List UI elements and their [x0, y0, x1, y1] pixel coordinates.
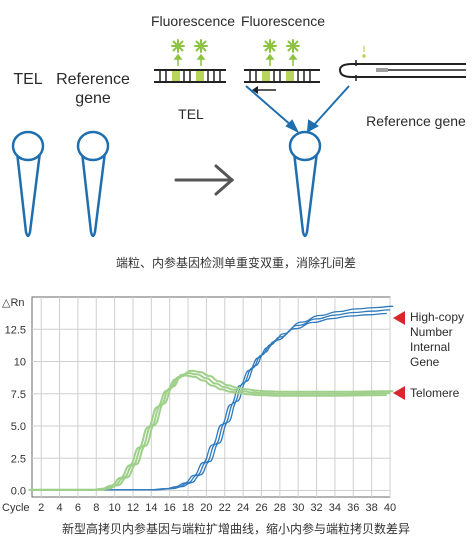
high-copy-label-4: Gene: [410, 355, 440, 369]
y-tick-label: 2.5: [11, 453, 26, 465]
reference-tube-icon: [76, 130, 110, 238]
fluorescence-label-2: Fluorescence: [241, 13, 325, 29]
top-caption: 端粒、内参基因检测单重变双重，消除孔间差: [116, 255, 356, 270]
internal-gene-curve: [35, 305, 394, 491]
tel-tube-icon: [11, 130, 45, 238]
right-arrow-icon: [174, 164, 235, 196]
x-tick-label: 18: [182, 502, 194, 514]
x-axis-label: Cycle: [2, 502, 30, 514]
reference-gene-label: Reference gene: [366, 113, 466, 129]
top-schematic: TEL Reference gene Fluorescence Fluoresc…: [11, 13, 466, 270]
y-tick-label: 10: [14, 357, 26, 369]
x-tick-label: 6: [75, 502, 81, 514]
tel-tube-label: TEL: [13, 71, 42, 88]
y-tick-label: 7.5: [11, 389, 26, 401]
emission-arrow-icons: [173, 53, 298, 66]
fluorescence-label-1: Fluorescence: [151, 13, 235, 29]
telomere-marker-icon: [393, 386, 405, 400]
y-tick-label: 5.0: [11, 421, 26, 433]
x-tick-label: 4: [56, 502, 62, 514]
y-tick-label: 12.5: [5, 324, 26, 336]
high-copy-label-3: Internal: [410, 340, 450, 354]
fluorescence-star-icons: [171, 39, 300, 53]
bottom-caption: 新型高拷贝内参基因与端粒扩增曲线，缩小内参与端粒拷贝数差异: [62, 521, 410, 536]
x-tick-label: 26: [255, 502, 267, 514]
x-tick-label: 30: [292, 502, 304, 514]
reference-tube-label-line1: Reference: [56, 71, 130, 88]
telomere-curve: [28, 374, 387, 491]
telomere-curve: [35, 369, 394, 491]
y-axis-label: △Rn: [2, 297, 25, 309]
x-tick-label: 32: [310, 502, 322, 514]
x-tick-label: 28: [274, 502, 286, 514]
reference-probe-icon: [338, 46, 466, 81]
tel-dna-ladder-icon: [154, 69, 226, 83]
x-tick-label: 22: [219, 502, 231, 514]
reference-tube-label-line2: gene: [75, 90, 111, 107]
x-tick-label: 10: [108, 502, 120, 514]
x-tick-label: 34: [329, 502, 341, 514]
x-tick-label: 2: [38, 502, 44, 514]
x-tick-label: 16: [164, 502, 176, 514]
y-tick-label: 0.0: [11, 486, 26, 498]
x-tick-label: 12: [127, 502, 139, 514]
x-tick-label: 14: [145, 502, 157, 514]
tel-label: TEL: [178, 106, 204, 122]
telomere-curve: [32, 372, 391, 491]
x-tick-label: 20: [200, 502, 212, 514]
telomere-label: Telomere: [410, 386, 460, 400]
curves: [28, 305, 394, 491]
grid: [32, 297, 391, 497]
x-tick-label: 38: [366, 502, 378, 514]
high-copy-label-1: High-copy: [410, 310, 464, 324]
extension-dna-ladder-icon: [244, 69, 320, 94]
plot-frame: [31, 296, 391, 498]
high-copy-label-2: Number: [410, 325, 453, 339]
merged-tube-icon: [288, 130, 322, 238]
x-tick-label: 36: [347, 502, 359, 514]
converging-arrows-icon: [245, 85, 350, 134]
x-tick-label: 40: [384, 502, 396, 514]
x-tick-label: 24: [237, 502, 249, 514]
x-tick-label: 8: [93, 502, 99, 514]
y-tick-labels: 0.0 2.5 5.0 7.5 10 12.5: [5, 324, 26, 497]
high-copy-marker-icon: [393, 311, 405, 325]
